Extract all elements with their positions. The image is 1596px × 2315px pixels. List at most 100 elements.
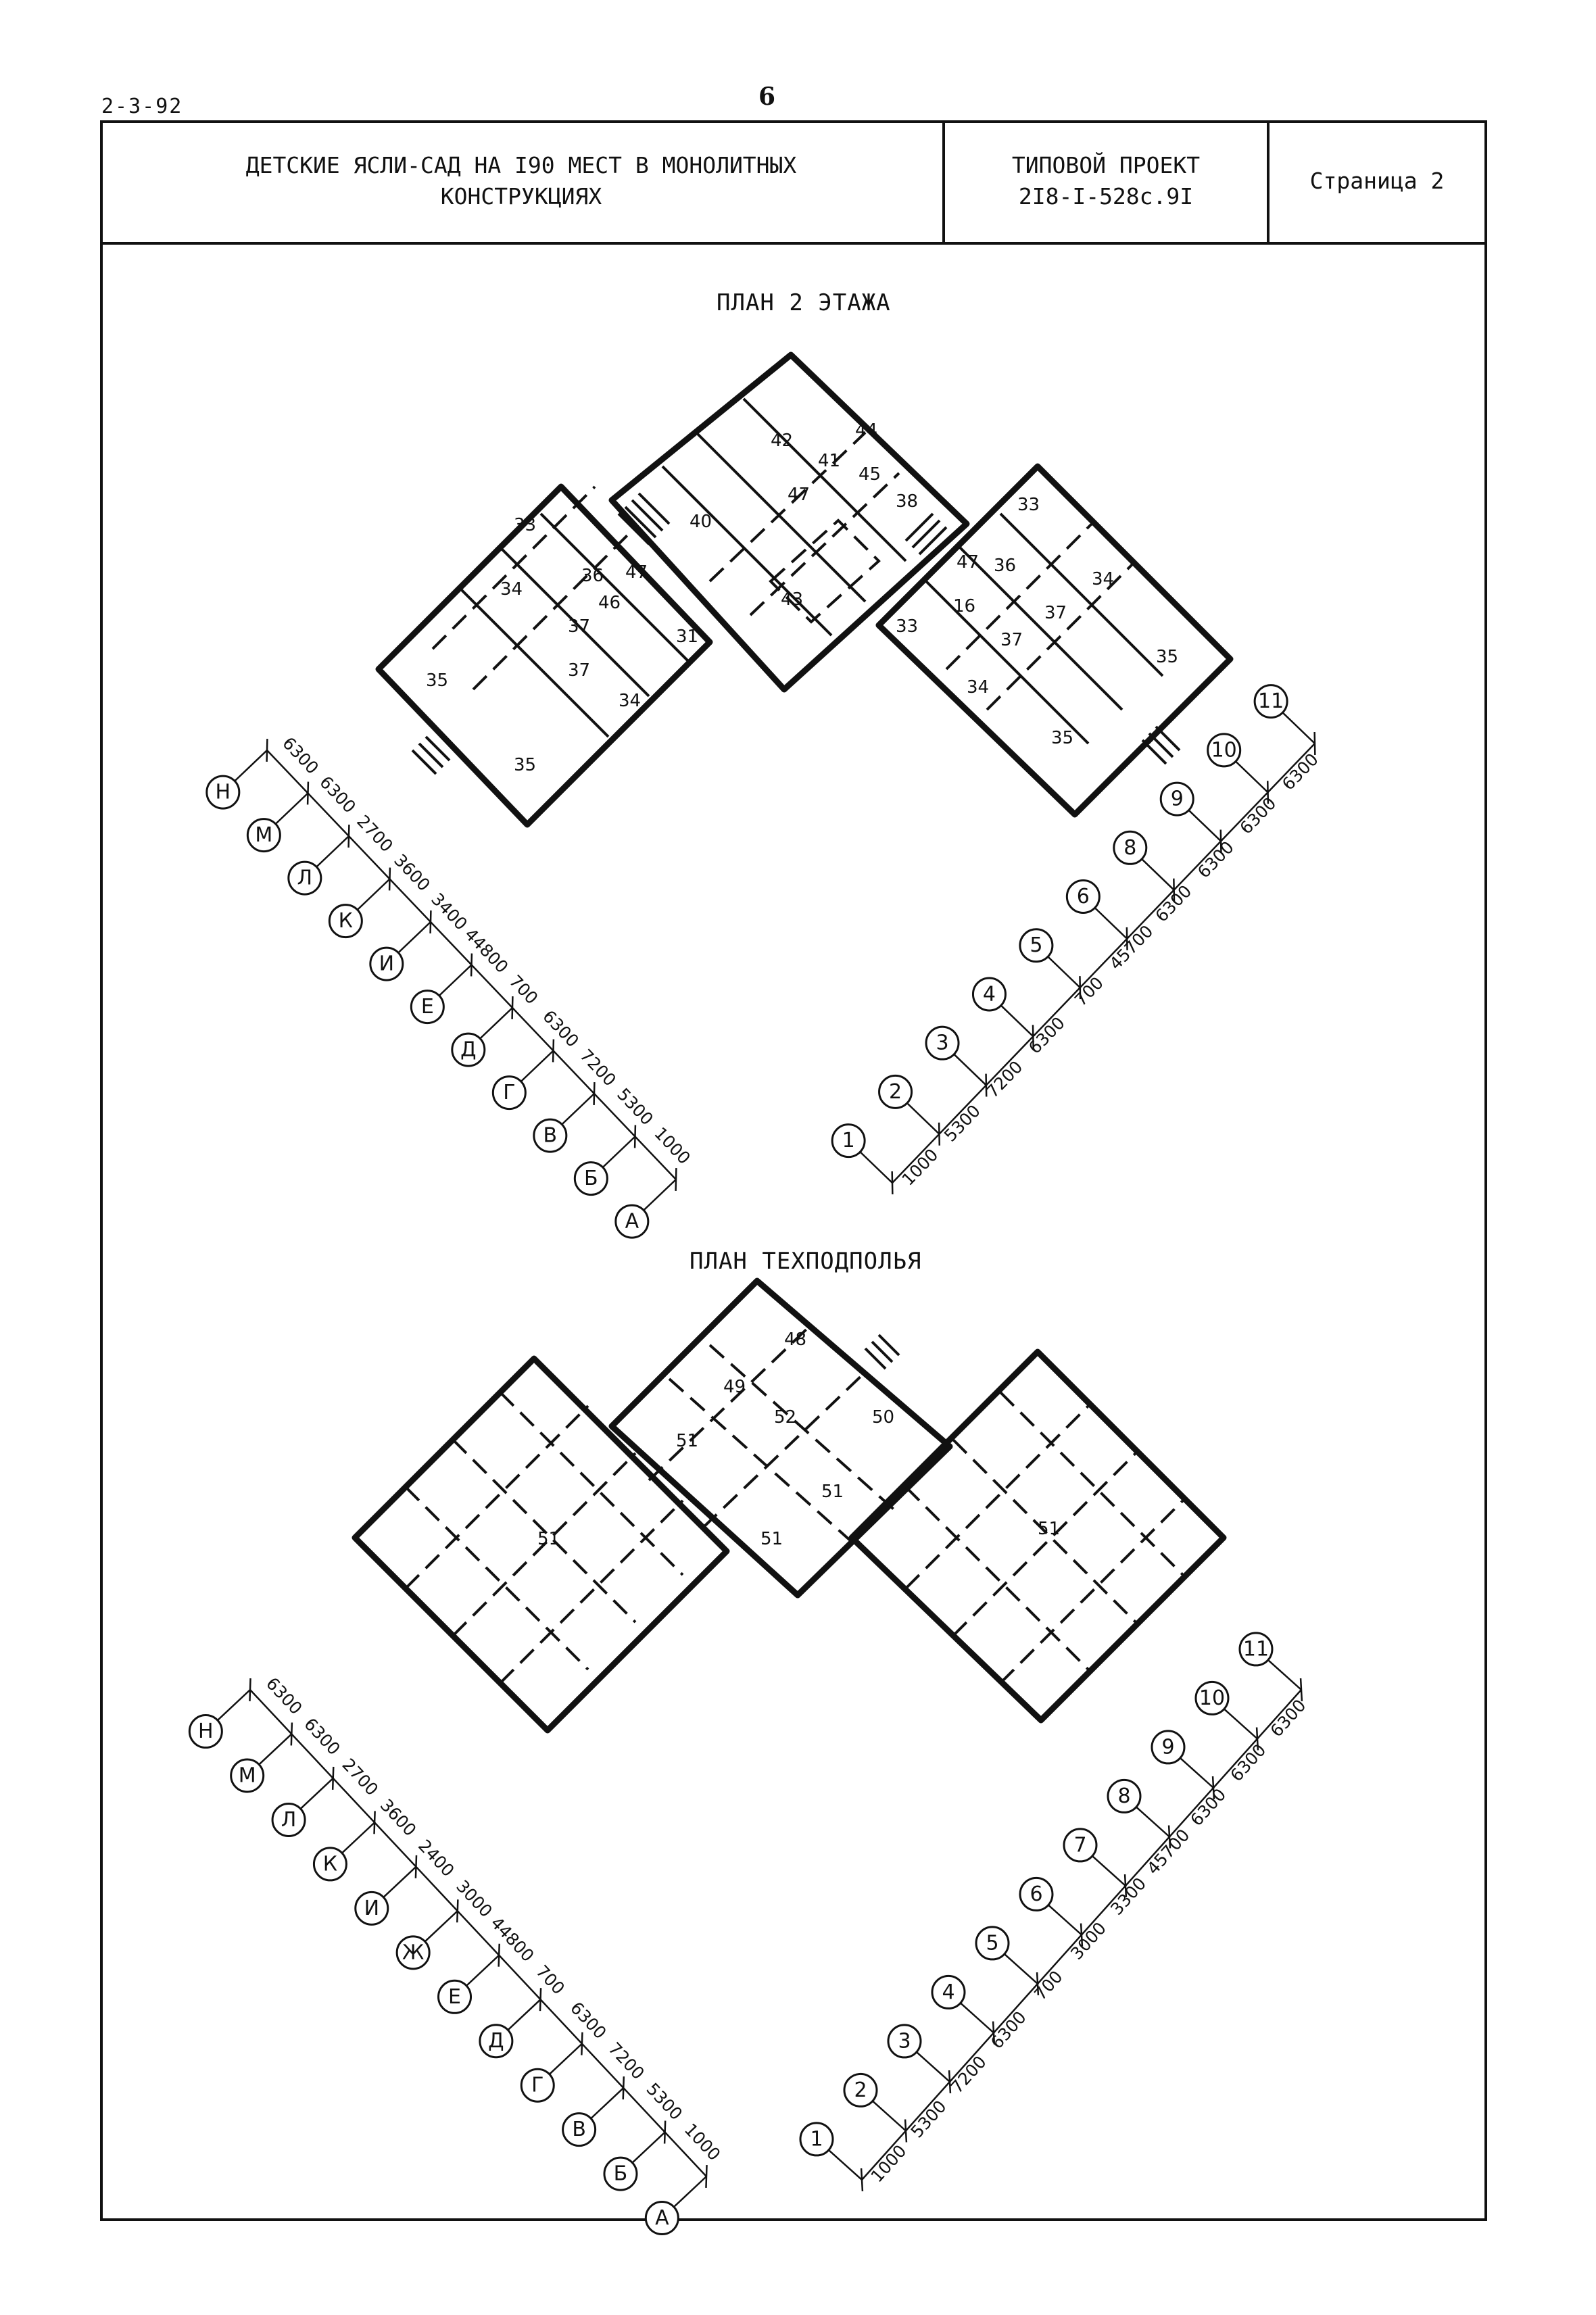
room-number: 36 (994, 556, 1016, 576)
basement-right-axis-label: 6 (1030, 1882, 1042, 1906)
floor2-right-axis-label: 2 (889, 1080, 902, 1104)
basement-right-leader (916, 2051, 950, 2082)
project-cell: ТИПОВОЙ ПРОЕКТ 2I8-I-528с.9I (945, 120, 1269, 242)
basement-right-dimension: 3300 (1107, 1874, 1150, 1919)
basement-left-line (249, 1689, 707, 2177)
basement-left-axis-label: Н (198, 1720, 214, 1743)
floor2-left-axis-label: Н (216, 781, 231, 804)
floor2-left-dimension: 6300 (316, 773, 360, 817)
room-number: 36 (581, 566, 604, 586)
floor2-right-leader (1235, 760, 1269, 794)
basement-right-axis-label: 3 (898, 2029, 911, 2053)
floor2-left-leader (438, 964, 473, 996)
room-number: 37 (568, 660, 590, 681)
basement-left-dimension: 5300 (643, 2079, 687, 2124)
floor2-left-dimension: 700 (506, 971, 542, 1008)
basement-left-dimension: 700 (532, 1961, 569, 1999)
plan-heading-basement: ПЛАН ТЕХПОДПОЛЬЯ (690, 1248, 922, 1275)
room-number: 38 (896, 491, 918, 512)
basement-right-axis-label: 11 (1243, 1637, 1269, 1661)
basement-right-dimension: 5300 (907, 2097, 950, 2142)
floor2-left-leader (397, 921, 431, 954)
floor2-left-leader (479, 1007, 513, 1040)
floor2-left-axis-label: В (543, 1124, 558, 1148)
floor2-right-dimension: 1000 (898, 1145, 942, 1190)
basement-left-axis-bubble (395, 1935, 431, 1970)
floor2-left-chain: НМЛКИЕДГВБА63006300270036003400448007006… (205, 733, 694, 1239)
basement-left-leader (299, 1777, 334, 1809)
room-number: 42 (771, 431, 793, 451)
basement-left-axis-label: Б (614, 2162, 628, 2186)
basement-left-axis-label: Д (488, 2029, 504, 2053)
title-block: ДЕТСКИЕ ЯСЛИ-САД НА I90 МЕСТ В МОНОЛИТНЫ… (100, 120, 1487, 245)
floor2-left-axis-bubble (573, 1161, 608, 1196)
basement-grid (404, 1323, 1184, 1684)
basement-left-dimension: 6300 (566, 1998, 610, 2043)
basement-right-chain: 1234567891011100053007200630070030003300… (799, 1632, 1310, 2192)
room-number: 45 (859, 464, 881, 485)
basement-left-axis-bubble (312, 1847, 347, 1882)
room-number: 50 (872, 1407, 894, 1428)
basement-left-axis-label: А (655, 2206, 669, 2230)
floor2-left-leader (356, 878, 391, 910)
basement-left-leader (548, 2043, 583, 2075)
basement-right-axis-bubble (975, 1926, 1010, 1961)
basement-left-axis-bubble (230, 1758, 265, 1793)
floor2-right-axis-bubble (1065, 879, 1101, 915)
basement-right-axis-bubble (887, 2024, 922, 2059)
basement-left-tick (581, 2032, 583, 2055)
room-number: 51 (821, 1482, 844, 1502)
room-number: 34 (967, 677, 989, 698)
basement-right-dimension: 6300 (1226, 1740, 1269, 1786)
floor2-left-axis-bubble (491, 1075, 527, 1111)
floor2-plan (375, 351, 1234, 828)
title-cell: ДЕТСКИЕ ЯСЛИ-САД НА I90 МЕСТ В МОНОЛИТНЫ… (100, 120, 945, 242)
basement-left-axis-bubble (603, 2156, 638, 2191)
floor2-left-dimension: 5300 (613, 1084, 657, 1129)
room-number: 51 (1038, 1519, 1060, 1539)
floor2-right-leader (1188, 809, 1222, 842)
floor2-left-axis-bubble (614, 1204, 650, 1239)
floor2-right-axis-bubble (878, 1074, 913, 1109)
basement-right-axis-label: 2 (854, 2078, 867, 2102)
basement-right-axis-label: 4 (942, 1980, 954, 2004)
room-number: 47 (625, 562, 648, 583)
floor2-left-axis-bubble (328, 904, 363, 939)
basement-right-axis-label: 7 (1073, 1833, 1086, 1857)
drawing-frame (100, 120, 1487, 2221)
basement-left-axis-label: Ж (402, 1941, 424, 1964)
floor2-right-line (892, 743, 1315, 1184)
floor2-left-axis-bubble (451, 1032, 486, 1067)
room-number: 37 (1044, 603, 1067, 623)
basement-left-leader (507, 1999, 541, 2031)
floor2-right-leader (1141, 858, 1175, 891)
floor2-left-axis-label: А (625, 1210, 639, 1234)
basement-left-dimension: 7200 (604, 2039, 648, 2083)
basement-right-axis-bubble (1019, 1876, 1054, 1911)
floor2-right-leader (1094, 907, 1128, 940)
floor2-right-dimension: 6300 (1278, 750, 1322, 794)
floor2-left-axis-label: Д (460, 1038, 476, 1062)
room-number: 49 (723, 1377, 746, 1397)
basement-left-leader (466, 1954, 500, 1987)
basement-left-axis-bubble (437, 1979, 473, 2014)
floor2-right-dimension: 700 (1071, 973, 1107, 1010)
floor2-right-axis-label: 1 (842, 1129, 855, 1152)
room-number: 47 (788, 485, 810, 505)
basement-left-axis-label: Л (281, 1808, 297, 1832)
floor2-right-leader (1000, 1004, 1034, 1038)
floor2-right-leader (953, 1053, 987, 1086)
basement-left-leader (258, 1733, 293, 1765)
basement-right-axis-label: 5 (986, 1931, 998, 1955)
basement-right-axis-bubble (1151, 1730, 1186, 1765)
floor2-left-dimension: 44800 (461, 925, 512, 977)
basement-left-axis-bubble (520, 2068, 555, 2103)
room-number: 34 (1092, 569, 1114, 589)
basement-left-dimension: 2700 (339, 1755, 383, 1799)
floor2-left-axis-label: К (339, 909, 353, 933)
room-number: 48 (784, 1330, 806, 1350)
floor2-left-axis-bubble (369, 946, 404, 981)
floor2-left-axis-bubble (410, 990, 445, 1025)
